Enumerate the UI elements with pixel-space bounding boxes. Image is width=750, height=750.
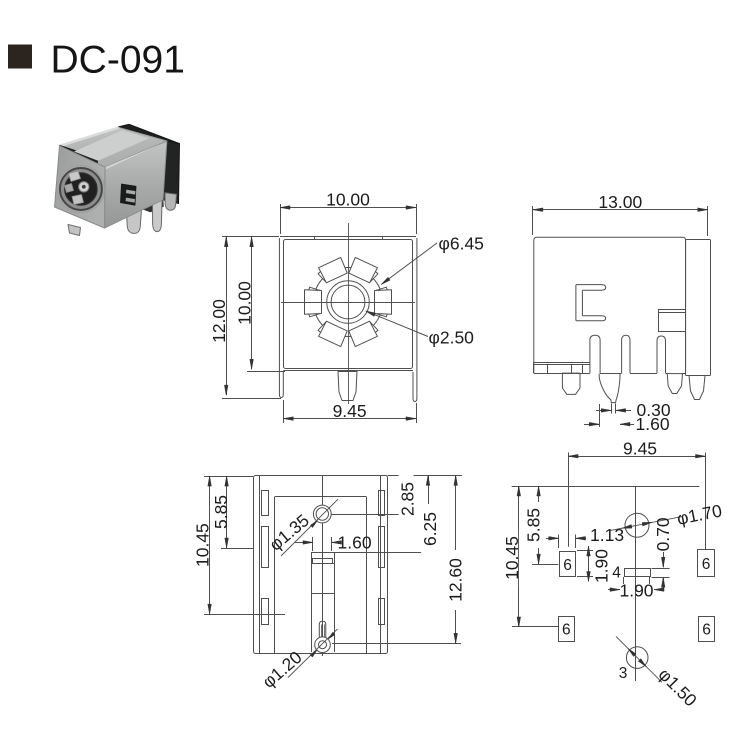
svg-text:φ1.70: φ1.70 [675,500,724,528]
svg-text:φ1.50: φ1.50 [655,664,701,710]
svg-text:6.25: 6.25 [420,512,440,546]
svg-text:3: 3 [619,665,628,682]
svg-text:5.85: 5.85 [211,495,231,529]
svg-text:0.30: 0.30 [637,400,671,420]
svg-text:9.45: 9.45 [333,401,367,421]
svg-text:6: 6 [702,621,711,638]
svg-text:4: 4 [612,565,621,582]
svg-text:1.90: 1.90 [619,581,653,601]
svg-text:1.90: 1.90 [592,549,612,583]
svg-text:5.85: 5.85 [524,508,544,542]
svg-text:10.45: 10.45 [192,523,212,567]
svg-text:DC-091: DC-091 [51,39,185,82]
svg-text:0.70: 0.70 [653,517,673,551]
svg-text:1.60: 1.60 [636,414,670,434]
svg-text:1.13: 1.13 [590,525,624,545]
svg-text:2.85: 2.85 [398,482,418,516]
svg-text:6: 6 [563,557,572,574]
svg-text:φ6.45: φ6.45 [439,234,484,254]
svg-text:φ2.50: φ2.50 [429,328,475,348]
svg-text:6: 6 [702,556,711,573]
svg-text:10.00: 10.00 [234,281,254,325]
svg-text:12.60: 12.60 [445,558,465,602]
svg-text:1.60: 1.60 [338,533,372,553]
svg-text:13.00: 13.00 [598,192,642,212]
svg-text:12.00: 12.00 [209,299,229,343]
svg-text:10.00: 10.00 [326,190,370,210]
svg-text:9.45: 9.45 [623,438,657,458]
svg-text:10.45: 10.45 [502,536,522,580]
svg-text:6: 6 [562,621,571,638]
